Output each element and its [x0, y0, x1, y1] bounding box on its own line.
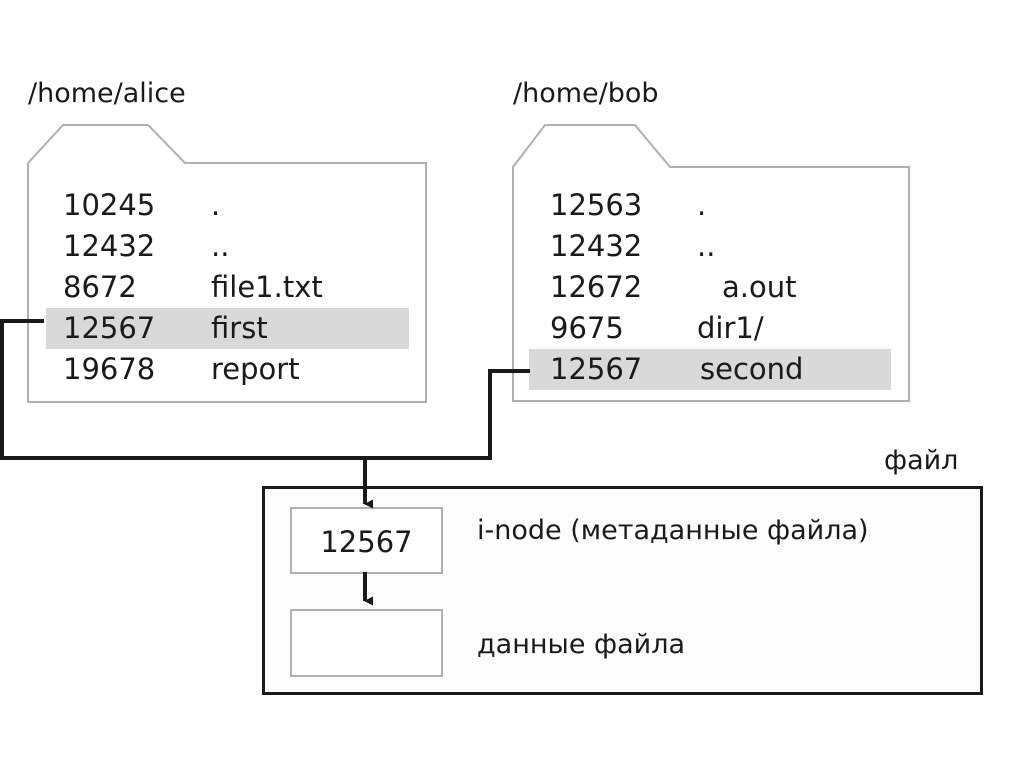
dir-entry-name: . [697, 188, 707, 222]
dir-entry-inode: 12567 [550, 352, 643, 386]
file-object-box: 12567 i-node (метаданные файла) данные ф… [262, 486, 983, 695]
dir-entry-row[interactable]: 12563 . [529, 185, 891, 226]
dir-entry-inode: 8672 [63, 270, 137, 304]
inode-box[interactable]: 12567 [290, 507, 443, 574]
dir-entry-inode: 12432 [550, 229, 643, 263]
dir-listing-bob: 12563 . 12432 .. 12672 a.out 9675 dir1/ … [529, 185, 891, 390]
dir-entry-row[interactable]: 12432 .. [46, 226, 409, 267]
dir-entry-name: report [211, 352, 300, 386]
dir-entry-inode: 12567 [63, 311, 156, 345]
file-data-caption: данные файла [477, 629, 686, 660]
inode-number: 12567 [320, 525, 413, 559]
dir-entry-inode: 19678 [63, 352, 156, 386]
dir-entry-name: .. [211, 229, 230, 263]
dir-entry-inode: 12563 [550, 188, 643, 222]
dir-entry-row[interactable]: 9675 dir1/ [529, 308, 891, 349]
dir-entry-row[interactable]: 12432 .. [529, 226, 891, 267]
file-data-box[interactable] [290, 609, 443, 677]
dir-entry-name: a.out [722, 270, 797, 304]
dir-entry-row[interactable]: 12672 a.out [529, 267, 891, 308]
file-group-label: файл [884, 445, 959, 476]
dir-entry-inode: 9675 [550, 311, 624, 345]
dir-entry-name: . [211, 188, 221, 222]
dir-entry-inode: 12672 [550, 270, 643, 304]
dir-entry-row[interactable]: 8672 file1.txt [46, 267, 409, 308]
folder-title-alice: /home/alice [28, 78, 186, 109]
dir-entry-inode: 12432 [63, 229, 156, 263]
dir-entry-name: second [700, 352, 804, 386]
inode-caption: i-node (метаданные файла) [477, 515, 869, 546]
folder-title-bob: /home/bob [513, 78, 659, 109]
dir-entry-name: file1.txt [211, 270, 323, 304]
dir-entry-row-highlighted[interactable]: 12567 second [529, 349, 891, 390]
dir-entry-name: first [211, 311, 268, 345]
dir-entry-name: .. [697, 229, 716, 263]
dir-entry-row[interactable]: 10245 . [46, 185, 409, 226]
row-highlight [529, 349, 891, 390]
dir-entry-name: dir1/ [697, 311, 764, 345]
dir-entry-inode: 10245 [63, 188, 156, 222]
